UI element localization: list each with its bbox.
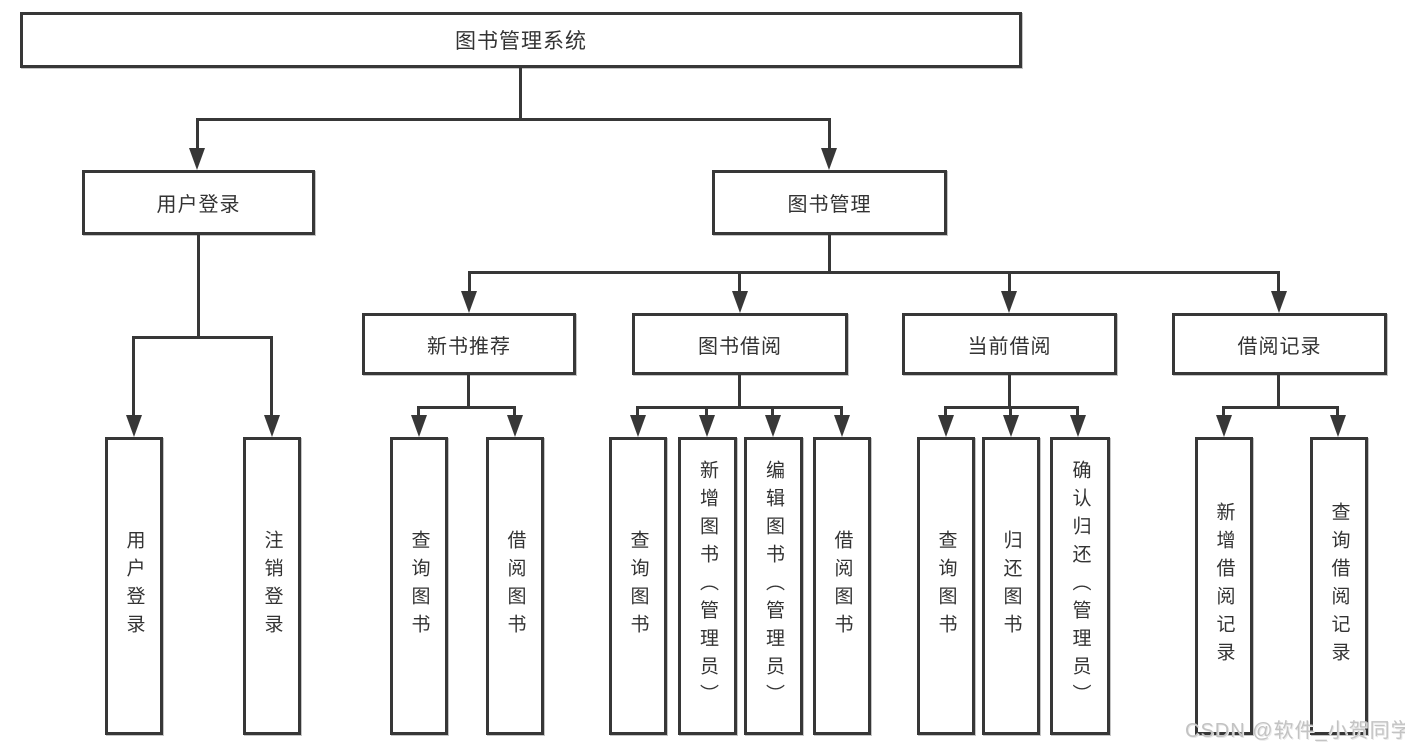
node-new-book-recommend: 新书推荐 bbox=[362, 313, 576, 375]
leaf-query-books-2: 查询图书 bbox=[609, 437, 667, 735]
node-label: 注销登录 bbox=[261, 530, 283, 642]
csdn-watermark: CSDN @软件_小贺同学 bbox=[1185, 720, 1405, 742]
arrowhead bbox=[1001, 291, 1017, 313]
arrowhead bbox=[411, 415, 427, 437]
node-label: 确认归还（管理员） bbox=[1069, 460, 1091, 712]
leaf-logout: 注销登录 bbox=[243, 437, 301, 735]
connector-line bbox=[132, 336, 272, 339]
node-label: 图书借阅 bbox=[698, 335, 782, 358]
arrowhead bbox=[1330, 415, 1346, 437]
node-label: 借阅记录 bbox=[1237, 335, 1322, 358]
connector-line bbox=[468, 271, 471, 292]
connector-line bbox=[1277, 375, 1280, 406]
arrowhead bbox=[834, 415, 850, 437]
connector-line bbox=[705, 406, 708, 418]
connector-line bbox=[828, 118, 831, 150]
node-label: 当前借阅 bbox=[967, 335, 1052, 358]
connector-line bbox=[1222, 406, 1339, 409]
node-current-borrowing: 当前借阅 bbox=[902, 313, 1117, 375]
arrowhead bbox=[507, 415, 523, 437]
arrowhead bbox=[699, 415, 715, 437]
arrowhead bbox=[461, 291, 477, 313]
node-label: 新书推荐 bbox=[427, 335, 511, 358]
node-borrow-records: 借阅记录 bbox=[1172, 313, 1387, 375]
leaf-add-borrow-record: 新增借阅记录 bbox=[1195, 437, 1253, 735]
leaf-user-login: 用户登录 bbox=[105, 437, 163, 735]
leaf-edit-books-admin: 编辑图书（管理员） bbox=[744, 437, 803, 735]
node-label: 图书管理 bbox=[787, 194, 872, 216]
node-label: 查询图书 bbox=[935, 530, 957, 642]
connector-line bbox=[828, 235, 831, 271]
node-user-login: 用户登录 bbox=[82, 170, 315, 235]
leaf-query-borrow-record: 查询借阅记录 bbox=[1310, 437, 1368, 735]
node-book-borrowing: 图书借阅 bbox=[632, 313, 848, 375]
connector-line bbox=[1277, 271, 1280, 292]
arrowhead bbox=[765, 415, 781, 437]
leaf-query-books-3: 查询图书 bbox=[917, 437, 975, 735]
connector-line bbox=[636, 406, 639, 418]
leaf-return-books: 归还图书 bbox=[982, 437, 1040, 735]
node-label: 借阅图书 bbox=[831, 530, 853, 642]
connector-line bbox=[1222, 406, 1225, 418]
connector-line bbox=[738, 271, 741, 292]
arrowhead bbox=[1070, 415, 1086, 437]
arrowhead bbox=[938, 415, 954, 437]
leaf-borrow-books-1: 借阅图书 bbox=[486, 437, 544, 735]
connector-line bbox=[196, 118, 830, 121]
connector-line bbox=[738, 375, 741, 406]
node-label: 用户登录 bbox=[123, 530, 145, 642]
connector-line bbox=[771, 406, 774, 418]
node-label: 新增借阅记录 bbox=[1213, 502, 1235, 670]
connector-line bbox=[270, 336, 273, 416]
node-label: 查询图书 bbox=[627, 530, 649, 642]
leaf-add-books-admin: 新增图书（管理员） bbox=[678, 437, 737, 735]
connector-line bbox=[1008, 375, 1011, 406]
arrowhead bbox=[1003, 415, 1019, 437]
connector-line bbox=[1008, 271, 1011, 292]
connector-line bbox=[519, 68, 522, 118]
leaf-confirm-return-admin: 确认归还（管理员） bbox=[1050, 437, 1110, 735]
connector-line bbox=[513, 406, 516, 418]
node-label: 编辑图书（管理员） bbox=[763, 460, 784, 712]
node-book-management: 图书管理 bbox=[712, 170, 947, 235]
connector-line bbox=[132, 336, 135, 416]
connector-line bbox=[636, 406, 842, 409]
node-label: 用户登录 bbox=[156, 194, 241, 216]
node-label: 查询借阅记录 bbox=[1328, 502, 1350, 670]
connector-line bbox=[196, 118, 199, 150]
connector-line bbox=[468, 271, 1280, 274]
leaf-borrow-books-2: 借阅图书 bbox=[813, 437, 871, 735]
node-label: 查询图书 bbox=[408, 530, 430, 642]
connector-line bbox=[1009, 406, 1012, 418]
connector-line bbox=[417, 406, 516, 409]
connector-line bbox=[1336, 406, 1339, 418]
arrowhead bbox=[264, 415, 280, 437]
node-label: 借阅图书 bbox=[504, 530, 526, 642]
arrowhead bbox=[126, 415, 142, 437]
connector-line bbox=[417, 406, 420, 418]
arrowhead bbox=[630, 415, 646, 437]
node-root-library-system: 图书管理系统 bbox=[20, 12, 1022, 68]
connector-line bbox=[197, 235, 200, 336]
node-label: 归还图书 bbox=[1000, 530, 1022, 642]
connector-line bbox=[1076, 406, 1079, 418]
leaf-query-books-1: 查询图书 bbox=[390, 437, 448, 735]
arrowhead bbox=[1271, 291, 1287, 313]
arrowhead bbox=[732, 291, 748, 313]
arrowhead bbox=[1216, 415, 1232, 437]
connector-line bbox=[944, 406, 947, 418]
arrowhead bbox=[821, 148, 837, 170]
arrowhead bbox=[189, 148, 205, 170]
connector-line bbox=[840, 406, 843, 418]
node-label: 图书管理系统 bbox=[455, 30, 587, 53]
node-label: 新增图书（管理员） bbox=[697, 460, 718, 712]
connector-line bbox=[467, 375, 470, 406]
